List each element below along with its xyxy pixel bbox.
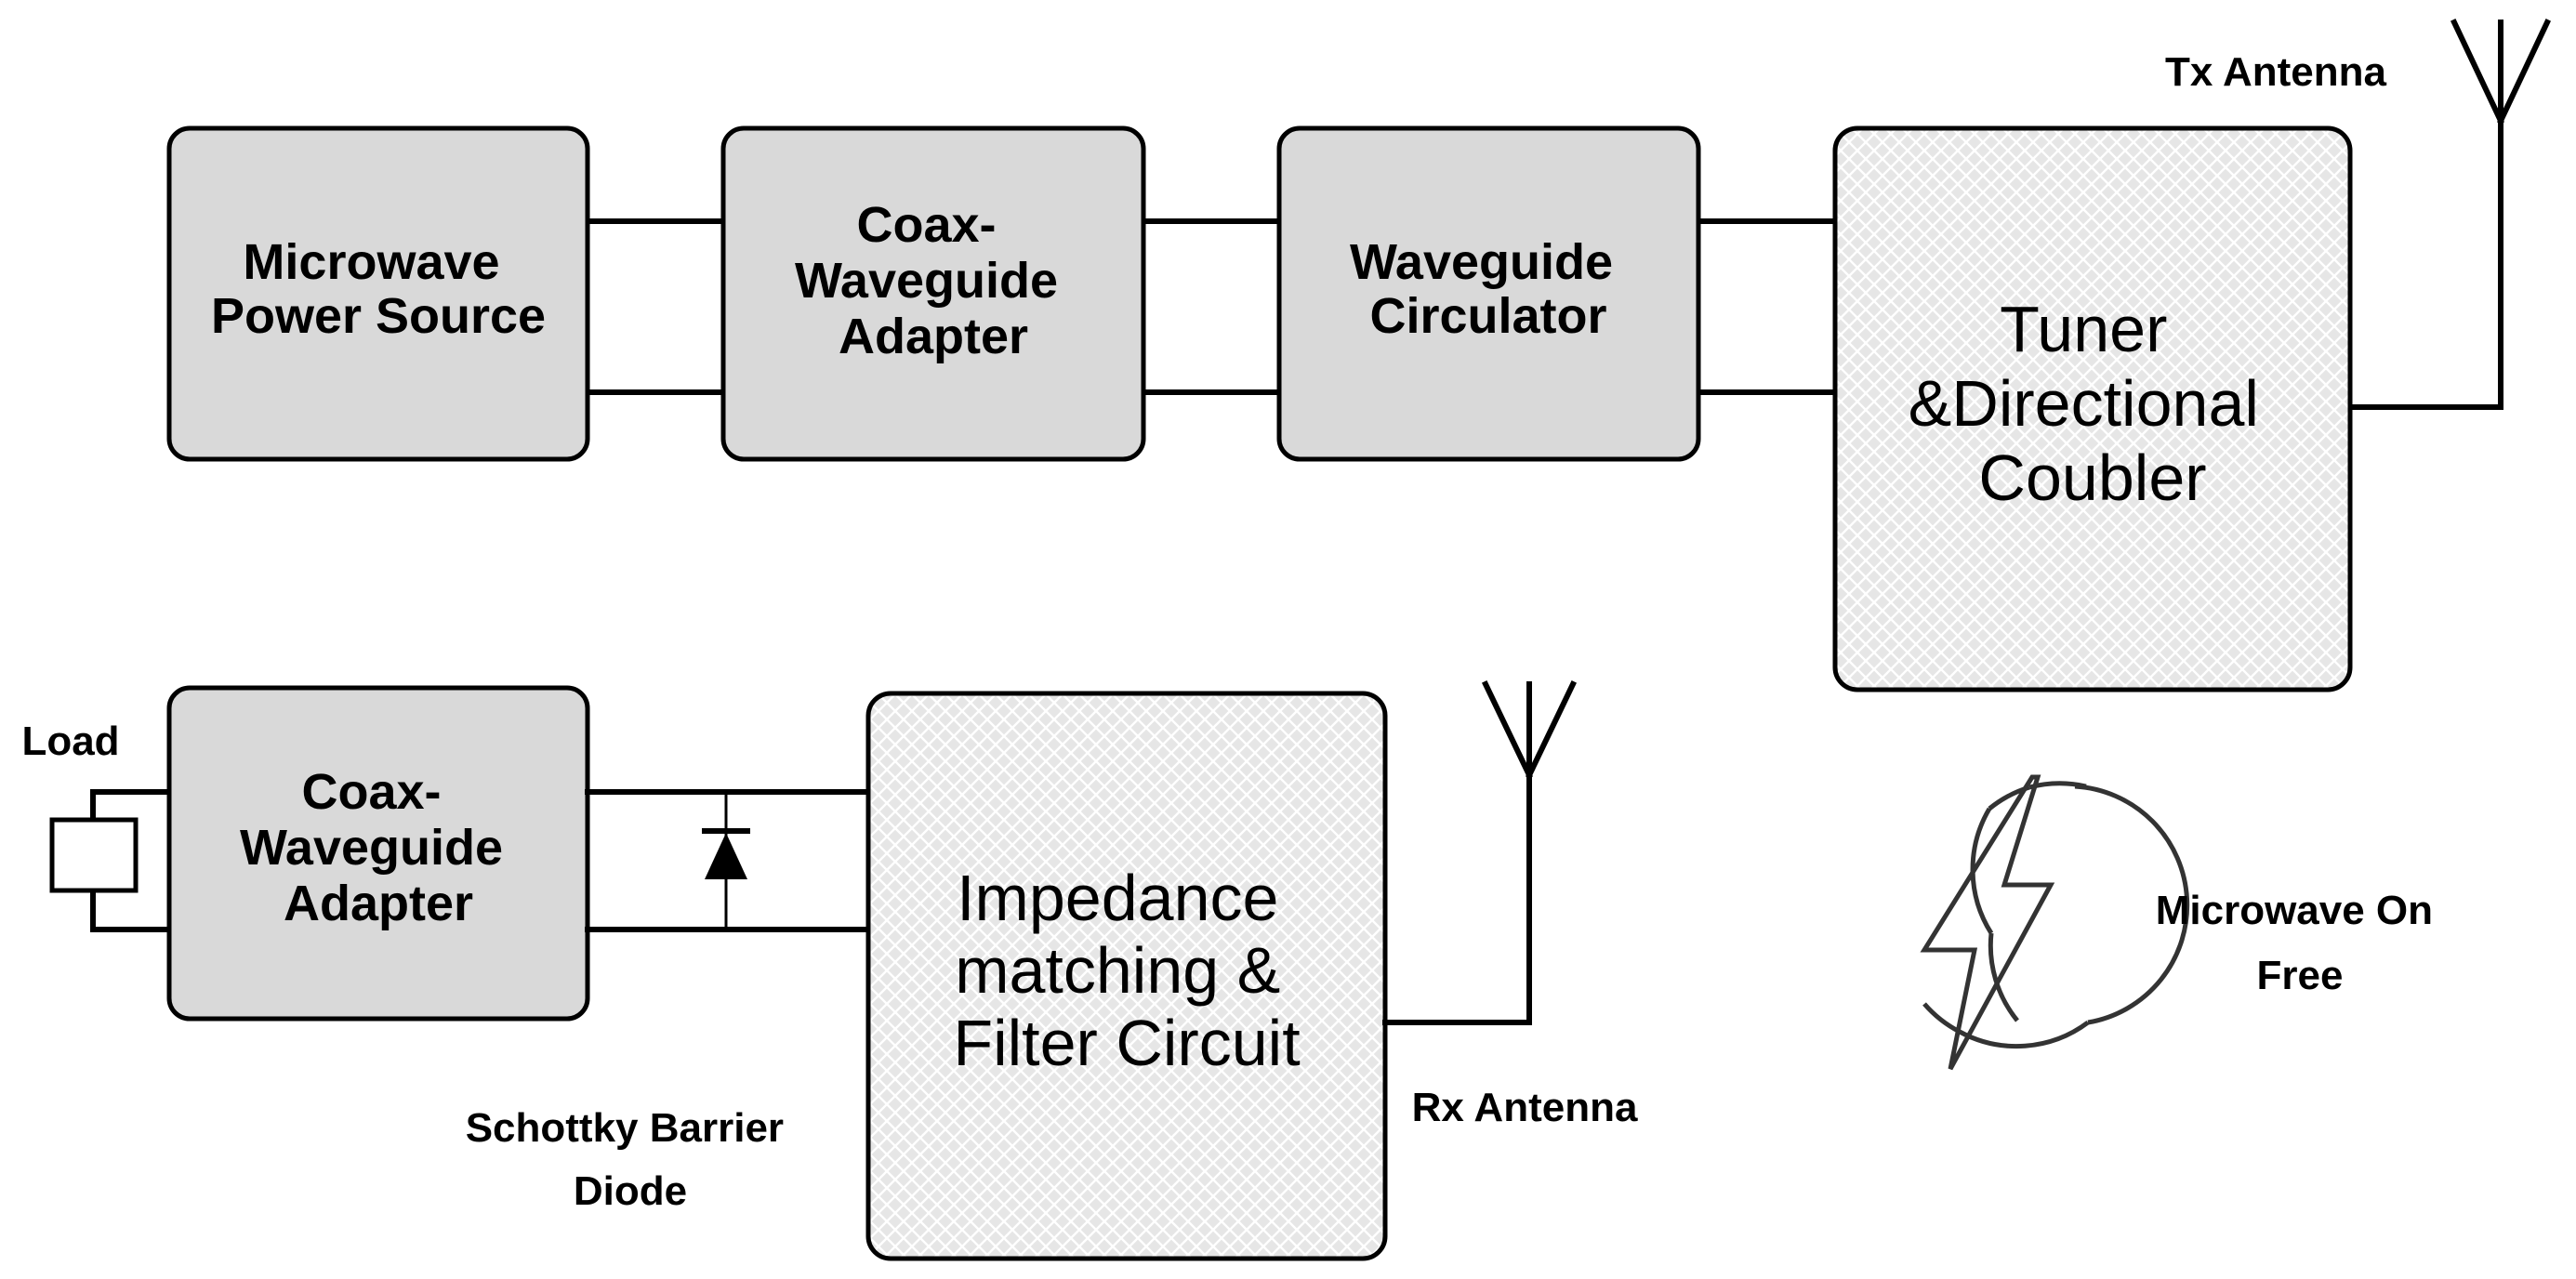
block-label-line: Coax- [301,764,441,820]
tx-antenna: Tx Antenna [2165,19,2551,125]
rx-antenna: Rx Antenna [1382,679,1638,1130]
microwave-on-free-label: Microwave On Free [2156,888,2445,998]
block-label-line: Tuner [2000,293,2167,365]
block-label-line: Waveguide [1350,234,1613,290]
block-label: Microwave Power Source [211,234,546,344]
wire-tuner-tx-antenna [2347,118,2503,410]
block-label: Waveguide Circulator [1350,234,1627,344]
load: Load [21,719,172,932]
diode-symbol-icon [702,792,750,930]
block-label-line: Microwave [243,234,499,290]
block-label-line: Impedance [957,862,1278,934]
block-label: Coax- Waveguide Adapter [795,197,1072,364]
block-label-line: Adapter [839,309,1028,364]
block-label: Impedance matching & Filter Circuit [953,862,1300,1079]
rx-connectors [585,789,871,932]
rx-antenna-label: Rx Antenna [1412,1085,1638,1130]
block-tuner-directional-coupler: Tuner &Directional Coubler [1832,125,2353,692]
lightning-bolt-icon [1920,774,2190,1071]
antenna-icon [2451,19,2551,125]
block-label-line: Power Source [211,288,546,344]
diode-label-line: Schottky Barrier [466,1105,784,1151]
block-label-line: Adapter [284,876,473,931]
microwave-on-free-line: Microwave On [2156,888,2433,933]
block-impedance-matching-filter: Impedance matching & Filter Circuit [865,691,1388,1261]
block-label: Coax- Waveguide Adapter [240,764,517,931]
schottky-diode: Schottky Barrier Diode [466,792,796,1214]
microwave-on-free-line: Free [2257,953,2344,998]
microwave-on-free: Microwave On Free [1920,774,2445,1071]
block-label: Tuner &Directional Coubler [1909,293,2278,514]
tx-connectors [585,118,2503,410]
block-label-line: Circulator [1369,288,1606,344]
block-label-line: matching & [955,934,1280,1007]
block-label-line: Coax- [856,197,996,253]
block-label-line: &Directional [1909,367,2259,440]
resistor-load-icon [49,789,172,932]
load-label: Load [21,719,119,764]
block-label-line: Coubler [1978,442,2206,514]
diode-label: Schottky Barrier Diode [466,1105,796,1214]
wire-filter-rx-antenna [1382,772,1532,1025]
block-coax-waveguide-adapter-rx: Coax- Waveguide Adapter [166,685,590,1022]
block-coax-waveguide-adapter-tx: Coax- Waveguide Adapter [720,125,1146,462]
block-label-line: Waveguide [795,253,1058,309]
block-label-line: Waveguide [240,820,503,876]
tx-antenna-label: Tx Antenna [2165,49,2386,95]
diode-label-line: Diode [574,1168,687,1214]
block-waveguide-circulator: Waveguide Circulator [1276,125,1701,462]
block-label-line: Filter Circuit [953,1007,1300,1079]
block-microwave-power-source: Microwave Power Source [166,125,590,462]
antenna-icon [1481,679,1578,780]
